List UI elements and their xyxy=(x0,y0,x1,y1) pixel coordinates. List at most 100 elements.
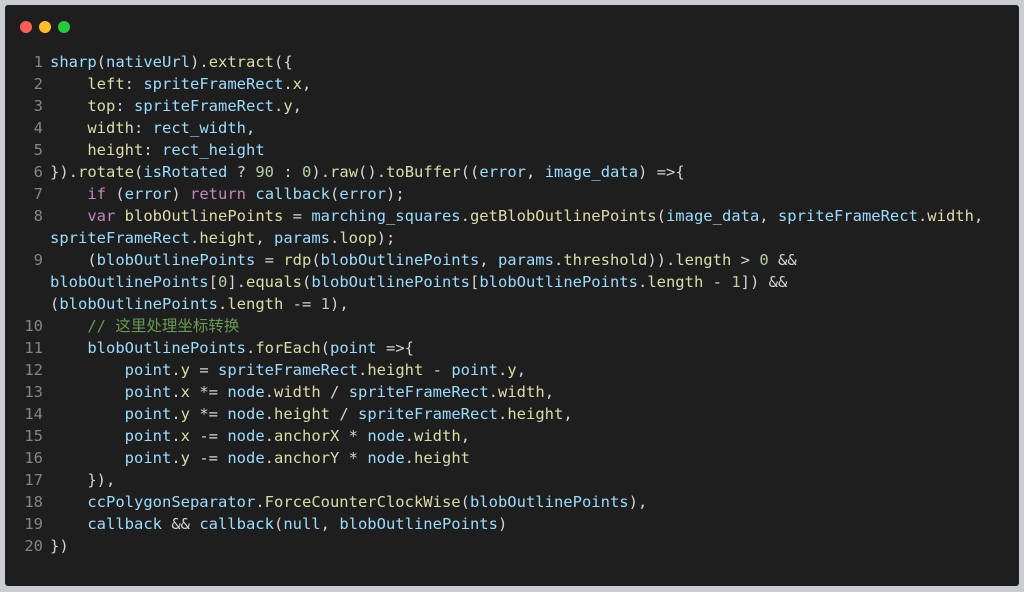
token-punctuation xyxy=(50,119,87,137)
token-identifier: blobOutlinePoints xyxy=(469,493,629,511)
line-text: ccPolygonSeparator.ForceCounterClockWise… xyxy=(50,491,647,513)
token-property: length xyxy=(675,251,732,269)
token-property: height xyxy=(507,405,564,423)
token-identifier: blobOutlinePoints xyxy=(59,295,218,313)
token-property: y xyxy=(507,361,517,379)
line-number: 16 xyxy=(24,449,43,467)
token-property: getBlobOutlinePoints xyxy=(469,207,657,225)
token-property: anchorY xyxy=(274,449,340,467)
token-punctuation: . xyxy=(404,427,415,445)
token-identifier: blobOutlinePoints xyxy=(96,251,256,269)
line-number: 17 xyxy=(24,471,43,489)
token-punctuation: = xyxy=(190,361,219,379)
token-punctuation: : xyxy=(274,163,303,181)
token-punctuation: . xyxy=(330,229,340,247)
line-number: 12 xyxy=(24,361,43,379)
token-number: 1 xyxy=(731,273,741,291)
token-property: width xyxy=(498,383,545,401)
token-punctuation: . xyxy=(460,207,470,225)
token-punctuation: , xyxy=(255,229,274,247)
token-number: 90 xyxy=(255,163,275,181)
minimize-button[interactable] xyxy=(39,21,51,33)
token-property: x xyxy=(292,75,302,93)
line-number: 14 xyxy=(24,405,43,423)
token-punctuation: : xyxy=(143,141,162,159)
token-punctuation: ) xyxy=(171,185,191,203)
line-number: 9 xyxy=(33,251,43,269)
line-number: 1 xyxy=(33,53,43,71)
line-number: 8 xyxy=(33,207,43,225)
token-punctuation: ( xyxy=(50,251,97,269)
line-text: width: rect_width, xyxy=(50,117,255,139)
line-text: sharp(nativeUrl).extract({ xyxy=(50,51,293,73)
token-punctuation: ( xyxy=(273,515,284,533)
token-punctuation: . xyxy=(637,273,648,291)
token-punctuation: . xyxy=(264,383,275,401)
line-number: 19 xyxy=(24,515,43,533)
token-punctuation: . xyxy=(273,97,284,115)
token-punctuation: , xyxy=(479,251,498,269)
token-punctuation: : xyxy=(115,97,134,115)
token-punctuation: && xyxy=(768,251,797,269)
token-punctuation: }), xyxy=(50,471,116,489)
line-text: top: spriteFrameRect.y, xyxy=(50,95,302,117)
line-number: 7 xyxy=(33,185,43,203)
token-punctuation: ), xyxy=(628,493,648,511)
line-text: blobOutlinePoints.forEach(point =>{ xyxy=(50,337,414,359)
token-punctuation: = xyxy=(283,207,312,225)
token-punctuation xyxy=(50,207,87,225)
token-keyword: return xyxy=(190,185,247,203)
token-punctuation: , xyxy=(460,427,471,445)
line-number: 5 xyxy=(33,141,43,159)
token-punctuation: , xyxy=(246,119,256,137)
token-identifier: blobOutlinePoints xyxy=(320,251,480,269)
token-number: 0 xyxy=(217,273,228,291)
token-number: 1 xyxy=(320,295,330,313)
token-property: x xyxy=(180,383,191,401)
line-text: (blobOutlinePoints.length -= 1), xyxy=(50,293,349,315)
token-punctuation: , xyxy=(563,405,573,423)
token-punctuation: . xyxy=(264,427,275,445)
token-punctuation: -= xyxy=(190,427,228,445)
line-text: point.y = spriteFrameRect.height - point… xyxy=(50,359,526,381)
token-property: height xyxy=(199,229,256,247)
token-identifier: marching_squares xyxy=(311,207,461,225)
token-property: raw xyxy=(330,163,359,181)
line-number: 2 xyxy=(33,75,43,93)
token-identifier: point xyxy=(451,361,499,379)
token-punctuation: ( xyxy=(302,273,312,291)
token-punctuation: . xyxy=(404,449,415,467)
line-text: }) xyxy=(50,535,69,557)
token-property: width xyxy=(274,383,321,401)
line-text: }).rotate(isRotated ? 90 : 0).raw().toBu… xyxy=(50,161,685,183)
token-punctuation xyxy=(50,141,87,159)
token-identifier: blobOutlinePoints xyxy=(50,273,209,291)
token-punctuation: (( xyxy=(460,163,480,181)
close-button[interactable] xyxy=(20,21,32,33)
token-punctuation: ( xyxy=(106,185,125,203)
token-punctuation: ( xyxy=(311,251,321,269)
token-punctuation: *= xyxy=(190,383,228,401)
line-number: 18 xyxy=(24,493,43,511)
token-property: toBuffer xyxy=(386,163,461,181)
token-property: width xyxy=(87,119,134,137)
token-punctuation: ( xyxy=(460,493,470,511)
token-property: rotate xyxy=(78,163,134,181)
token-punctuation: : xyxy=(134,119,153,137)
token-punctuation: -= xyxy=(283,295,321,313)
token-property: rdp xyxy=(283,251,312,269)
maximize-button[interactable] xyxy=(58,21,70,33)
token-punctuation: ( xyxy=(96,53,107,71)
line-text: point.y *= node.height / spriteFrameRect… xyxy=(50,403,573,425)
token-punctuation: -= xyxy=(190,449,228,467)
token-punctuation: )). xyxy=(647,251,676,269)
token-punctuation: ( xyxy=(50,295,60,313)
token-punctuation: }). xyxy=(50,163,78,181)
token-punctuation: . xyxy=(171,361,181,379)
token-identifier: sharp xyxy=(50,53,97,71)
token-punctuation: ( xyxy=(320,339,330,357)
token-punctuation: ]) && xyxy=(740,273,788,291)
token-punctuation xyxy=(50,515,87,533)
token-property: forEach xyxy=(255,339,321,357)
token-punctuation: ); xyxy=(376,229,396,247)
